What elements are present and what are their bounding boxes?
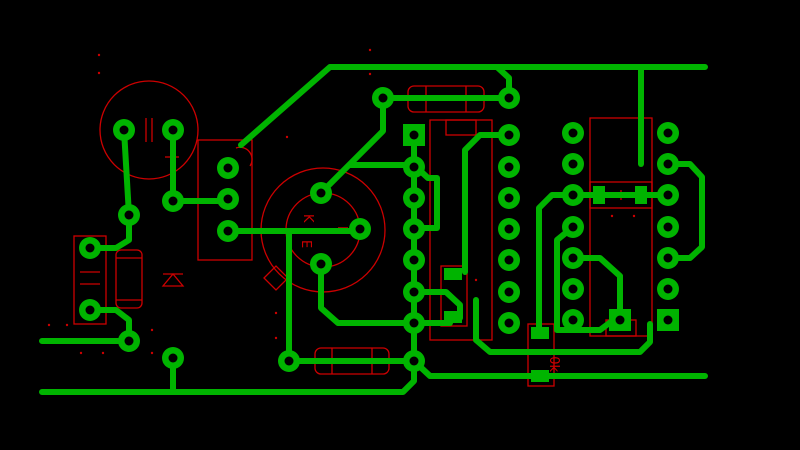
pad-drill-hole bbox=[663, 128, 673, 138]
trace-emitter bbox=[318, 261, 417, 326]
pad-drill-hole bbox=[124, 336, 134, 346]
pad-drill-hole bbox=[409, 193, 419, 203]
pad-drill-hole bbox=[615, 315, 625, 325]
pad-drill-hole bbox=[663, 315, 673, 325]
pad-drill-hole bbox=[409, 318, 419, 328]
pad-drill-hole bbox=[504, 224, 514, 234]
pad-drill-hole bbox=[663, 190, 673, 200]
pad-drill-hole bbox=[568, 159, 578, 169]
pad-drill-hole bbox=[223, 226, 233, 236]
pad-drill-hole bbox=[504, 255, 514, 265]
pad-drill-hole bbox=[168, 125, 178, 135]
ic1-notch bbox=[445, 119, 477, 136]
pad-drill-hole bbox=[168, 353, 178, 363]
pad-drill-hole bbox=[409, 287, 419, 297]
pad-drill-hole bbox=[568, 315, 578, 325]
smd-pad bbox=[593, 186, 605, 204]
pad-drill-hole bbox=[223, 194, 233, 204]
silk-dots bbox=[47, 48, 636, 355]
pad-drill-hole bbox=[85, 243, 95, 253]
pad-drill-hole bbox=[568, 284, 578, 294]
capacitor-outline bbox=[99, 80, 199, 180]
smd-pad bbox=[444, 268, 462, 280]
pad-drill-hole bbox=[504, 93, 514, 103]
smd-pad bbox=[444, 311, 462, 323]
trace-ic2-right-loop bbox=[665, 161, 705, 261]
pad-drill-hole bbox=[355, 224, 365, 234]
trace-top-rail bbox=[238, 64, 708, 148]
trace-ic1-right-to-small bbox=[462, 132, 512, 275]
trace-ic2-left-loop bbox=[554, 224, 623, 333]
pad-drill-hole bbox=[568, 222, 578, 232]
pads-layer bbox=[79, 87, 679, 382]
pad-drill-hole bbox=[409, 130, 419, 140]
resistor-left-body bbox=[115, 249, 143, 309]
pad-drill-hole bbox=[378, 93, 388, 103]
pad-drill-hole bbox=[168, 196, 178, 206]
smd-pad bbox=[531, 370, 549, 382]
pad-drill-hole bbox=[316, 188, 326, 198]
trace-ic1-loop bbox=[411, 162, 440, 231]
pad-drill-hole bbox=[504, 193, 514, 203]
pad-drill-hole bbox=[568, 253, 578, 263]
pad-drill-hole bbox=[409, 356, 419, 366]
pad-drill-hole bbox=[409, 162, 419, 172]
pad-drill-hole bbox=[663, 222, 673, 232]
small-component-outline bbox=[440, 265, 468, 327]
pad-drill-hole bbox=[663, 284, 673, 294]
trace-ic2-mid bbox=[570, 255, 623, 323]
trace-left-bottom bbox=[39, 307, 132, 344]
diode-symbol bbox=[161, 272, 185, 287]
pad-drill-hole bbox=[85, 305, 95, 315]
pad-drill-hole bbox=[504, 318, 514, 328]
pad-drill-hole bbox=[409, 224, 419, 234]
transistor-label-e: E bbox=[298, 240, 313, 248]
trace-cap-left bbox=[87, 127, 132, 251]
pad-drill-hole bbox=[663, 253, 673, 263]
small-capacitor-outline bbox=[73, 235, 107, 325]
pad-drill-hole bbox=[568, 128, 578, 138]
pad-drill-hole bbox=[504, 287, 514, 297]
pad-drill-hole bbox=[119, 125, 129, 135]
trace-ic1-to-ic2 bbox=[473, 297, 653, 355]
pad-drill-hole bbox=[223, 163, 233, 173]
trimmer-arc bbox=[235, 146, 253, 167]
pad-drill-hole bbox=[316, 259, 326, 269]
pad-drill-hole bbox=[504, 130, 514, 140]
pad-drill-hole bbox=[409, 255, 419, 265]
pad-drill-hole bbox=[504, 162, 514, 172]
pad-drill-hole bbox=[663, 159, 673, 169]
transistor-label-k: K bbox=[300, 214, 315, 223]
pad-drill-hole bbox=[568, 190, 578, 200]
pad-drill-hole bbox=[124, 210, 134, 220]
pad-drill-hole bbox=[284, 356, 294, 366]
smd-pad bbox=[531, 327, 549, 339]
smd-pad bbox=[635, 186, 647, 204]
